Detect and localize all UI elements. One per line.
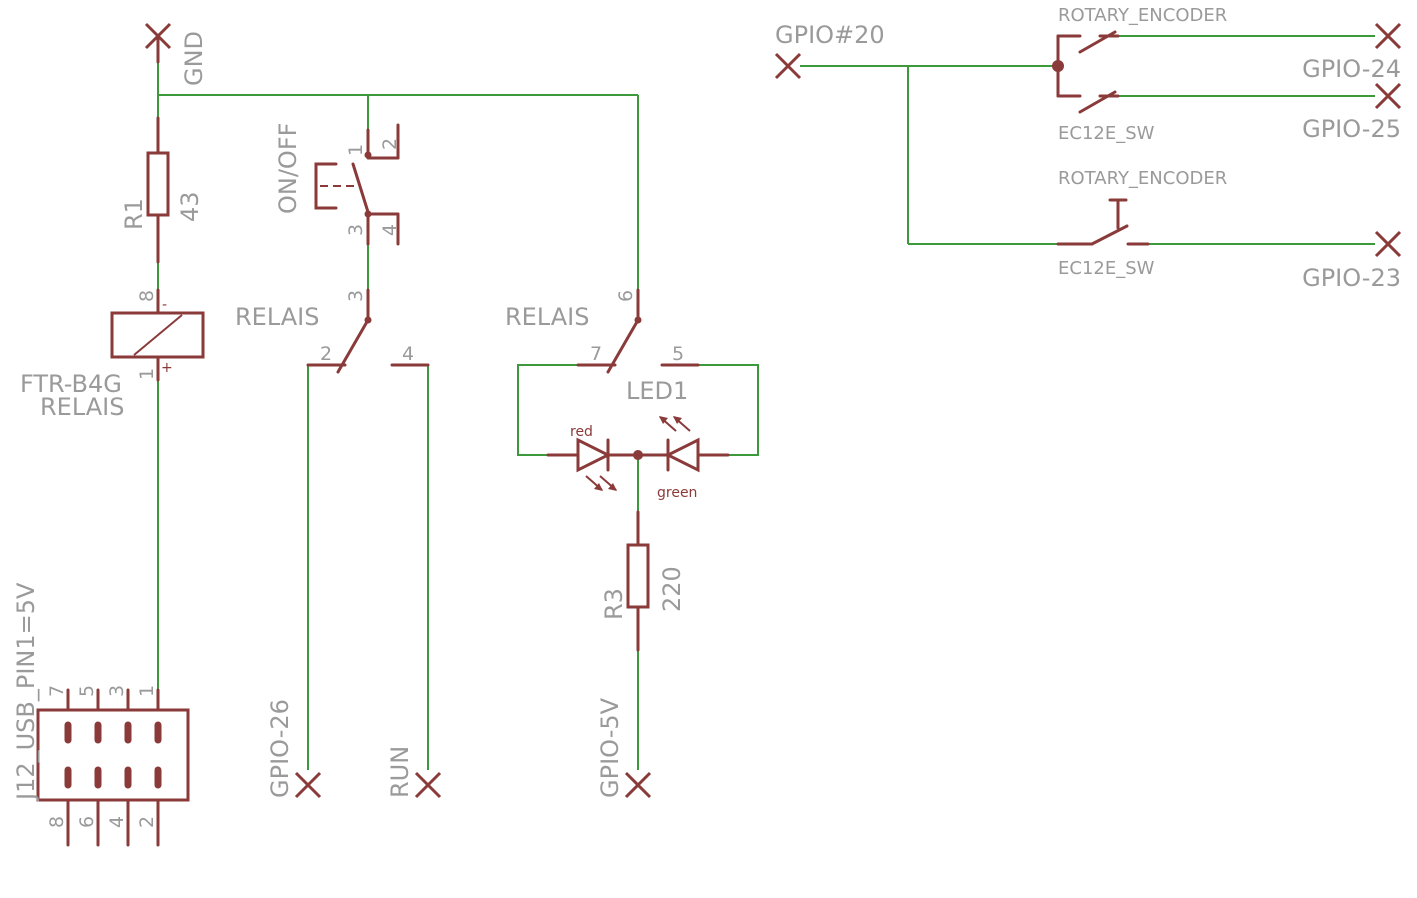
relay-coil-name-label: FTR-B4G	[20, 370, 122, 398]
relais-a-pin-3: 3	[345, 290, 367, 302]
wires	[157, 35, 1375, 770]
gpio20-label: GPIO#20	[775, 21, 885, 49]
coil-pin-8: 8	[136, 290, 158, 302]
led1	[546, 416, 730, 491]
r1-value-label: 43	[176, 191, 204, 222]
gpio25-port-marker	[1374, 82, 1402, 110]
gpio24-label: GPIO-24	[1302, 55, 1401, 83]
onoff-switch	[314, 123, 400, 246]
relais-b-pin-5: 5	[672, 343, 684, 365]
gpio26-port-marker	[294, 771, 322, 799]
j12-pin-4: 4	[106, 816, 128, 828]
relais-a-pin-2: 2	[320, 343, 332, 365]
coil-plus-mark: +	[161, 360, 173, 376]
rotary-encoder-1-label: ROTARY_ENCODER	[1058, 5, 1227, 26]
run-port-marker	[414, 771, 442, 799]
relais-b-label: RELAIS	[505, 303, 590, 331]
gpio24-port-marker	[1374, 22, 1402, 50]
r3-value-label: 220	[658, 566, 686, 612]
relay-contact-a	[306, 288, 430, 374]
onoff-pin-2: 2	[379, 138, 401, 150]
gpio23-label: GPIO-23	[1302, 264, 1401, 292]
resistor-r3	[626, 510, 650, 652]
run-label: RUN	[386, 746, 414, 798]
j12-connector	[36, 688, 190, 847]
encoder-switch-1	[1052, 30, 1120, 114]
onoff-pin-4: 4	[379, 224, 401, 236]
relais-a-pin-4: 4	[402, 343, 414, 365]
relais-a-label: RELAIS	[235, 303, 320, 331]
gpio5v-port-marker	[624, 771, 652, 799]
relais-b-pin-7: 7	[590, 343, 602, 365]
relay-contact-b	[576, 288, 700, 374]
coil-minus-mark: -	[162, 297, 167, 313]
r3-name-label: R3	[600, 588, 628, 620]
j12-label: J12_USB_PIN1=5V	[12, 582, 40, 802]
relay-coil	[110, 288, 205, 382]
onoff-pin-3: 3	[345, 224, 367, 236]
encoder-switch-2	[1056, 198, 1150, 246]
gpio5v-label: GPIO-5V	[596, 697, 624, 798]
relais-b-pin-6: 6	[615, 290, 637, 302]
ec12e-sw-2-label: EC12E_SW	[1058, 258, 1155, 279]
green-light-arrows-icon	[659, 416, 691, 432]
relay-coil-type-label: RELAIS	[40, 393, 125, 421]
resistor-r1	[146, 116, 170, 264]
led-green-label: green	[657, 485, 697, 501]
j12-pin-6: 6	[76, 816, 98, 828]
j12-pin-2: 2	[136, 816, 158, 828]
gnd-label: GND	[180, 31, 208, 86]
gpio23-port-marker	[1374, 230, 1402, 258]
red-light-arrows-icon	[585, 475, 617, 491]
onoff-label: ON/OFF	[274, 123, 302, 214]
gpio20-port-marker	[774, 52, 802, 80]
led-red-label: red	[570, 424, 593, 440]
j12-pin-1: 1	[136, 685, 158, 697]
r1-name-label: R1	[120, 198, 148, 230]
led1-label: LED1	[626, 377, 688, 405]
coil-pin-1: 1	[136, 368, 158, 380]
onoff-pin-1: 1	[345, 144, 367, 156]
ec12e-sw-1-label: EC12E_SW	[1058, 123, 1155, 144]
gnd-port-marker	[144, 22, 172, 64]
gpio26-label: GPIO-26	[266, 699, 294, 798]
gpio25-label: GPIO-25	[1302, 115, 1401, 143]
j12-pin-7: 7	[46, 685, 68, 697]
rotary-encoder-2-label: ROTARY_ENCODER	[1058, 168, 1227, 189]
j12-pin-8: 8	[46, 816, 68, 828]
j12-pin-5: 5	[76, 685, 98, 697]
j12-pin-3: 3	[106, 685, 128, 697]
